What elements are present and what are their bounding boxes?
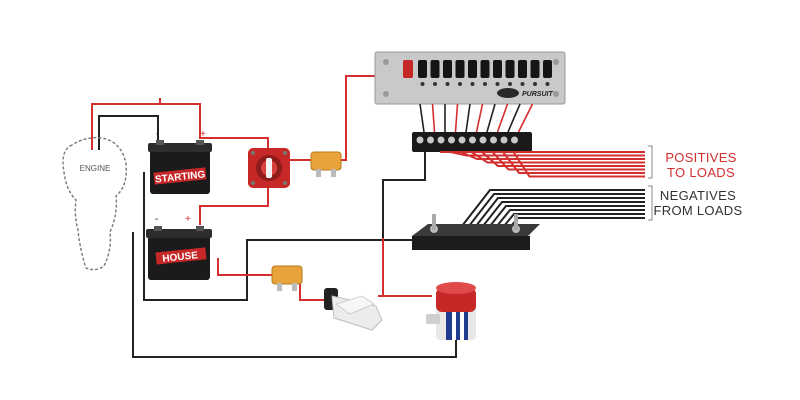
negative-load-wire bbox=[489, 205, 645, 227]
positive-load-wire bbox=[491, 151, 645, 171]
house-positive-sign: + bbox=[185, 214, 191, 225]
positive-load-wire bbox=[512, 151, 645, 178]
negatives-from-loads-label: NEGATIVES FROM LOADS bbox=[650, 188, 746, 218]
panel-lead-wire bbox=[486, 103, 496, 133]
float-switch bbox=[324, 288, 383, 331]
battery-switch bbox=[248, 148, 290, 188]
main-fuse bbox=[310, 151, 342, 177]
starting-battery: STARTING + - bbox=[148, 129, 212, 194]
negatives-label-line2: FROM LOADS bbox=[653, 203, 743, 218]
terminal-screw bbox=[416, 136, 424, 144]
panel-brand-label: PURSUIT bbox=[522, 91, 553, 98]
panel-toggle-switch bbox=[493, 60, 502, 78]
house-battery: HOUSE + - bbox=[146, 214, 212, 280]
negatives-bracket bbox=[648, 185, 653, 221]
panel-indicator-led bbox=[533, 82, 537, 86]
panel-lead-wire bbox=[431, 103, 436, 133]
positives-label-line1: POSITIVES bbox=[665, 150, 737, 165]
starting-negative-sign: - bbox=[156, 129, 159, 140]
panel-lead-wire bbox=[419, 103, 425, 133]
panel-toggle-switch bbox=[455, 60, 465, 78]
panel-indicator-led bbox=[483, 82, 487, 86]
panel-lead-wire bbox=[517, 103, 534, 133]
bilge-pump bbox=[426, 282, 476, 340]
positive-load-wire bbox=[460, 151, 645, 160]
terminal-screw bbox=[490, 136, 497, 144]
positive-load-wire bbox=[481, 151, 645, 167]
panel-indicator-led bbox=[470, 82, 475, 86]
panel-lead-wire bbox=[454, 103, 459, 133]
panel-indicator-led bbox=[508, 82, 512, 86]
panel-toggle-switch bbox=[480, 60, 490, 78]
panel-toggle-switch bbox=[443, 60, 452, 78]
panel-toggle-switch bbox=[430, 60, 440, 78]
panel-indicator-led bbox=[458, 82, 462, 86]
terminal-screw bbox=[437, 136, 445, 144]
starting-battery-label: STARTING bbox=[155, 169, 206, 185]
terminal-screw bbox=[500, 136, 508, 144]
panel-toggle-switch bbox=[518, 60, 527, 78]
panel-lead-wire bbox=[496, 103, 509, 133]
negative-output-wires bbox=[461, 189, 645, 227]
bilge-fuse bbox=[271, 265, 303, 291]
panel-indicator-led bbox=[545, 82, 550, 86]
panel-toggle-switch bbox=[530, 60, 540, 78]
terminal-screw bbox=[448, 136, 455, 144]
engine-label: ENGINE bbox=[80, 164, 111, 173]
negative-load-wire bbox=[461, 189, 645, 227]
engine-outline: ENGINE bbox=[62, 136, 127, 271]
terminal-screw bbox=[511, 136, 518, 144]
negative-bus-bar bbox=[412, 214, 540, 250]
panel-toggle-switch bbox=[543, 60, 552, 78]
panel-indicator-led bbox=[433, 82, 437, 86]
terminal-screw bbox=[427, 136, 434, 144]
negative-load-wire bbox=[468, 193, 645, 227]
terminal-screw bbox=[479, 136, 487, 144]
positive-load-wire bbox=[450, 151, 645, 157]
terminal-screw bbox=[469, 136, 476, 144]
panel-indicator-led bbox=[495, 82, 500, 86]
panel-toggle-switch bbox=[505, 60, 515, 78]
positive-load-wire bbox=[502, 151, 645, 174]
positive-terminal-block bbox=[412, 132, 532, 152]
switch-panel: PURSUIT bbox=[374, 51, 566, 105]
positives-label-line2: TO LOADS bbox=[667, 165, 735, 180]
negative-wires bbox=[98, 115, 457, 358]
positive-load-wire bbox=[470, 151, 645, 164]
positives-to-loads-label: POSITIVES TO LOADS bbox=[661, 150, 741, 180]
positive-output-wires bbox=[440, 151, 645, 178]
panel-lead-wire bbox=[507, 103, 521, 133]
panel-lead-wire bbox=[465, 103, 471, 133]
negative-load-wire bbox=[496, 209, 645, 227]
house-battery-label: HOUSE bbox=[162, 250, 199, 265]
positives-bracket bbox=[648, 145, 653, 179]
panel-toggle-switch bbox=[418, 60, 427, 78]
negative-load-wire bbox=[482, 201, 645, 227]
terminal-screw bbox=[458, 136, 466, 144]
house-negative-sign: - bbox=[155, 214, 158, 225]
panel-indicator-led bbox=[445, 82, 450, 86]
starting-positive-sign: + bbox=[200, 129, 206, 140]
panel-lead-wire bbox=[475, 103, 484, 133]
panel-toggle-switch bbox=[468, 60, 477, 78]
negatives-label-line1: NEGATIVES bbox=[659, 188, 737, 203]
panel-indicator-led bbox=[520, 82, 525, 86]
panel-indicator-led bbox=[420, 82, 425, 86]
negative-load-wire bbox=[475, 197, 645, 227]
